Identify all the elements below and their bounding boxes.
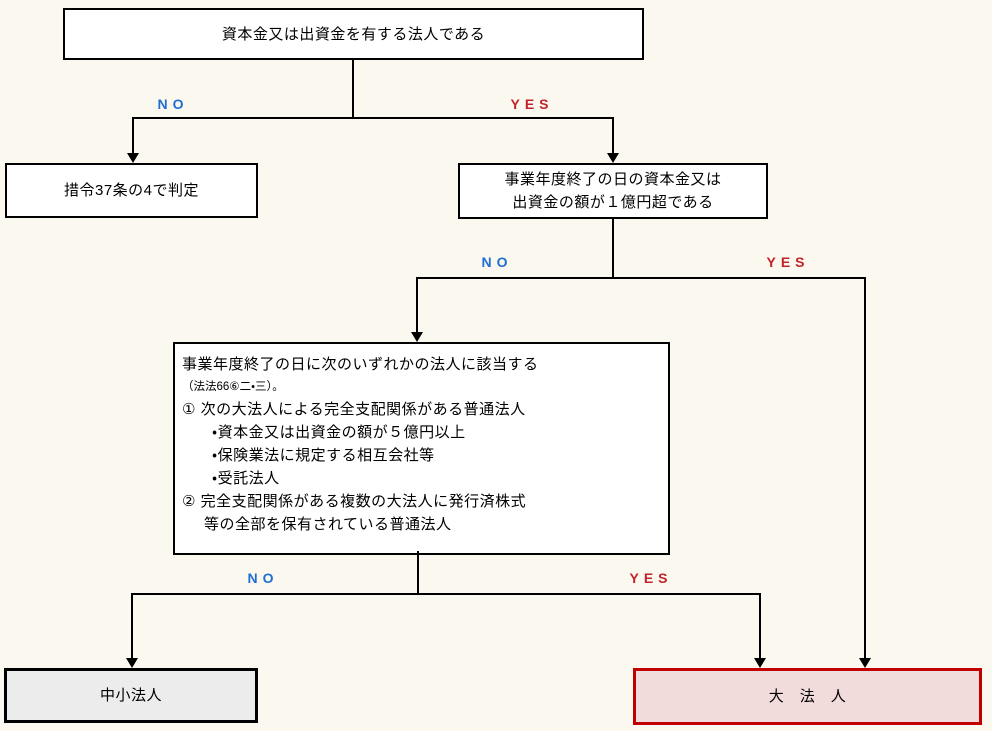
branch-label-yes-1: YES: [510, 96, 554, 112]
detail-title: 事業年度終了の日に次のいずれかの法人に該当する: [182, 356, 539, 373]
branch-label-no-1: NO: [157, 96, 189, 112]
connector-split3: [132, 593, 761, 595]
node-result-large-corp: 大 法 人: [633, 668, 982, 725]
node-capital-over-100m: 事業年度終了の日の資本金又は 出資金の額が１億円超である: [458, 163, 768, 219]
connector-start-down: [352, 60, 354, 118]
detail-item2-line1: ② 完全支配関係がある複数の大法人に発行済株式: [182, 493, 527, 510]
small-corp-label: 中小法人: [99, 687, 162, 704]
node-sochirei-judgment: 措令37条の4で判定: [5, 163, 258, 218]
connector-no1-down: [132, 117, 134, 157]
arrowhead-to-sochirei: [127, 153, 139, 163]
arrowhead-to-small: [126, 658, 138, 668]
branch-label-yes-2: YES: [766, 254, 810, 270]
connector-split2: [417, 277, 866, 279]
node-sochirei-label: 措令37条の4で判定: [63, 182, 200, 199]
detail-item1-bullet1: ・資本金又は出資金の額が５億円以上: [212, 424, 466, 441]
branch-label-yes-3: YES: [629, 570, 673, 586]
connector-split1: [133, 117, 614, 119]
arrowhead-to-detail: [411, 332, 423, 342]
detail-item1: ① 次の大法人による完全支配関係がある普通法人: [182, 401, 526, 418]
arrowhead-yes3-to-large: [754, 658, 766, 668]
connector-no2-down: [416, 277, 418, 336]
detail-law-ref: （法法66⑥二・三）。: [182, 381, 284, 393]
arrowhead-to-capital: [607, 153, 619, 163]
connector-detail-down: [417, 551, 419, 593]
node-capital-line2: 出資金の額が１億円超である: [512, 194, 714, 211]
branch-label-no-2: NO: [481, 254, 513, 270]
connector-yes2-down: [864, 277, 866, 662]
large-corp-label: 大 法 人: [768, 688, 847, 705]
node-start-label: 資本金又は出資金を有する法人である: [221, 25, 486, 43]
node-start: 資本金又は出資金を有する法人である: [63, 8, 644, 60]
detail-item1-bullet2: ・保険業法に規定する相互会社等: [212, 447, 435, 464]
node-applicable-corporation: 事業年度終了の日に次のいずれかの法人に該当する （法法66⑥二・三）。 ① 次の…: [173, 342, 670, 555]
connector-capital-down: [612, 219, 614, 277]
detail-item2-line2: 等の全部を保有されている普通法人: [204, 516, 452, 533]
node-capital-line1: 事業年度終了の日の資本金又は: [504, 171, 722, 188]
branch-label-no-3: NO: [247, 570, 279, 586]
node-result-small-corp: 中小法人: [4, 668, 258, 723]
arrowhead-yes2-to-large: [859, 658, 871, 668]
connector-no3-down: [131, 593, 133, 662]
connector-yes1-down: [612, 117, 614, 157]
connector-yes3-down: [759, 593, 761, 662]
detail-item1-bullet3: ・受託法人: [212, 470, 280, 487]
